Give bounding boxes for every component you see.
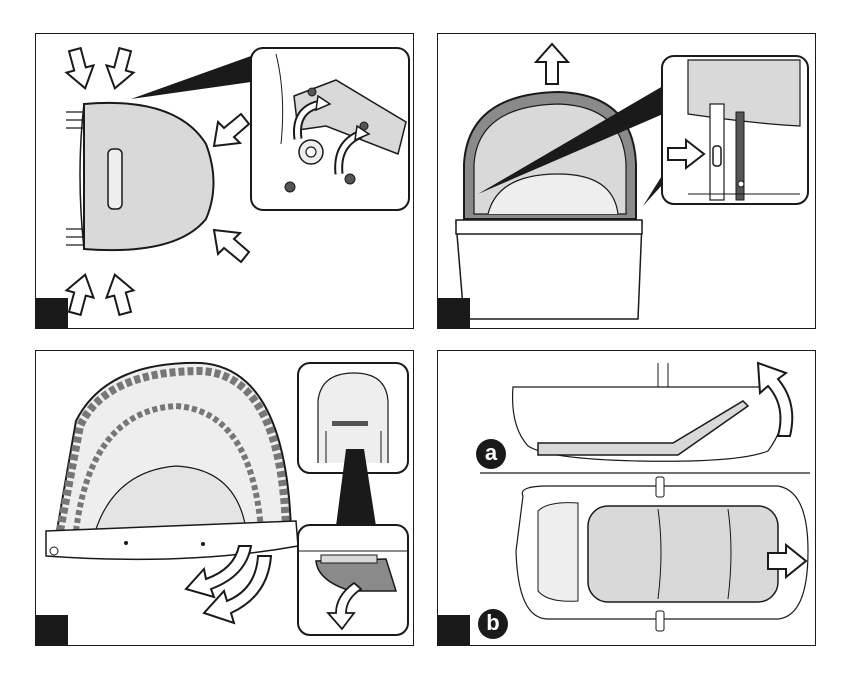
callout-b: b bbox=[478, 609, 508, 639]
panel-step-2 bbox=[437, 33, 816, 329]
step-badge bbox=[438, 298, 470, 329]
detail-inset-3b bbox=[298, 525, 408, 635]
callout-a: a bbox=[476, 439, 506, 469]
detail-inset-1 bbox=[251, 48, 409, 210]
panel-step-4: a b bbox=[437, 350, 816, 646]
carrycot-lift-diagram bbox=[438, 34, 816, 329]
step-badge bbox=[438, 615, 470, 646]
canopy-handle bbox=[108, 149, 122, 209]
side-arrows bbox=[214, 114, 249, 262]
down-arrows bbox=[61, 46, 138, 92]
zoom-wedge bbox=[131, 56, 251, 99]
mattress-top bbox=[588, 506, 778, 602]
mattress-removal-diagram bbox=[438, 351, 816, 646]
carrycot-body bbox=[456, 222, 642, 319]
step-badge bbox=[36, 615, 68, 646]
panel-step-3 bbox=[35, 350, 414, 646]
up-arrow bbox=[536, 44, 568, 84]
panel-step-1 bbox=[35, 33, 414, 329]
up-arrows bbox=[61, 271, 138, 317]
canopy-removal-diagram bbox=[36, 34, 414, 329]
step-badge bbox=[36, 298, 68, 329]
canopy-fabric-removal-diagram bbox=[36, 351, 414, 646]
canopy-shape bbox=[84, 103, 214, 250]
detail-inset-2 bbox=[662, 56, 808, 204]
